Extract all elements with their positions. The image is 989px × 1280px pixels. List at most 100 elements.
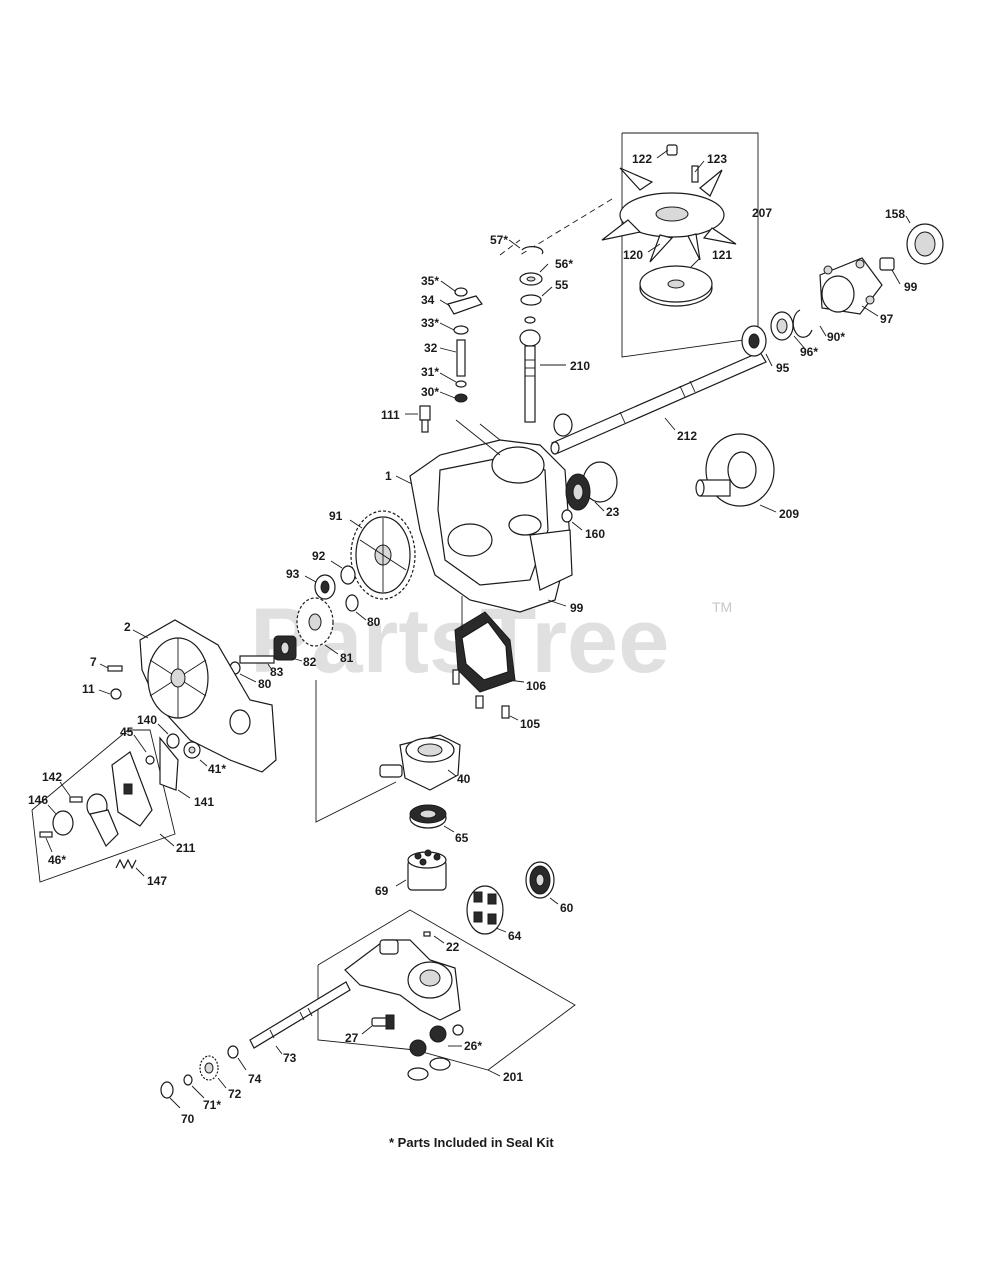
label-56: 56* <box>555 257 573 271</box>
label-71: 71* <box>203 1098 221 1112</box>
label-90: 90* <box>827 330 845 344</box>
label-45: 45 <box>120 725 134 739</box>
label-40: 40 <box>457 772 471 786</box>
label-120: 120 <box>623 248 643 262</box>
label-207: 207 <box>752 206 772 220</box>
label-141: 141 <box>194 795 214 809</box>
label-80-upper: 80 <box>367 615 381 629</box>
label-209: 209 <box>779 507 799 521</box>
label-105: 105 <box>520 717 540 731</box>
label-7: 7 <box>90 655 97 669</box>
brake-plate <box>111 751 153 827</box>
label-123: 123 <box>707 152 727 166</box>
filter-guard-106 <box>454 611 516 693</box>
label-34: 34 <box>421 293 435 307</box>
washer-80 <box>345 594 359 612</box>
label-57: 57* <box>490 233 508 247</box>
thrust-washer-60 <box>525 861 555 899</box>
label-27: 27 <box>345 1031 359 1045</box>
label-11: 11 <box>82 682 95 696</box>
fan-bolt <box>691 165 699 183</box>
hub-97 <box>819 257 883 315</box>
label-99-housing: 99 <box>570 601 584 615</box>
label-95: 95 <box>776 361 790 375</box>
bearing-210 <box>519 329 541 347</box>
washer-70 <box>160 1081 174 1099</box>
washer-45 <box>145 755 155 765</box>
label-81: 81 <box>340 651 354 665</box>
label-158: 158 <box>885 207 905 221</box>
washer-92 <box>340 565 356 585</box>
label-74: 74 <box>248 1072 262 1086</box>
label-31: 31* <box>421 365 439 379</box>
washer-55 <box>520 294 542 306</box>
label-91: 91 <box>329 509 343 523</box>
swashplate-40 <box>379 734 461 791</box>
pin-142 <box>69 796 83 803</box>
label-92: 92 <box>312 549 326 563</box>
brake-cam <box>86 793 119 848</box>
check-valves-26 <box>407 1024 464 1081</box>
label-35: 35* <box>421 274 439 288</box>
seal-160 <box>561 509 573 523</box>
gear-72 <box>199 1055 219 1081</box>
label-2: 2 <box>124 620 131 634</box>
label-41: 41* <box>208 762 226 776</box>
label-111: 111 <box>381 408 400 422</box>
shaft-83 <box>239 655 275 664</box>
wheel-hub-209 <box>695 433 775 507</box>
label-23: 23 <box>606 505 620 519</box>
cap-158 <box>906 223 944 265</box>
label-30: 30* <box>421 385 439 399</box>
label-121: 121 <box>712 248 732 262</box>
label-93: 93 <box>286 567 300 581</box>
side-cover <box>139 619 277 773</box>
label-55: 55 <box>555 278 569 292</box>
label-140: 140 <box>137 713 157 727</box>
label-60: 60 <box>560 901 574 915</box>
bolt-106b <box>475 695 484 709</box>
label-26: 26* <box>464 1039 482 1053</box>
label-65: 65 <box>455 831 469 845</box>
label-22: 22 <box>446 940 460 954</box>
fan-nut <box>666 144 678 156</box>
label-32: 32 <box>424 341 438 355</box>
input-shaft-210 <box>524 345 536 423</box>
main-housing <box>409 419 573 613</box>
washer-140 <box>166 733 180 749</box>
bolt-106 <box>452 669 460 685</box>
seal-96 <box>770 311 794 341</box>
label-106: 106 <box>526 679 546 693</box>
label-82: 82 <box>303 655 317 669</box>
label-80-lower: 80 <box>258 677 272 691</box>
label-73: 73 <box>283 1051 297 1065</box>
thrust-bearing-65 <box>409 804 447 829</box>
bearing-95 <box>741 325 767 357</box>
label-147: 147 <box>147 874 167 888</box>
gear-82 <box>273 635 297 661</box>
label-211: 211 <box>176 841 196 855</box>
axle-shaft <box>550 351 767 455</box>
center-section <box>344 939 461 1021</box>
label-146: 146 <box>28 793 48 807</box>
gear-91 <box>350 510 416 600</box>
washer-146 <box>52 810 74 836</box>
label-33: 33* <box>421 316 439 330</box>
hub-nut-99 <box>879 257 895 271</box>
brake-arm-141 <box>159 736 179 791</box>
label-210: 210 <box>570 359 590 373</box>
label-99-top: 99 <box>904 280 918 294</box>
pin-22 <box>423 931 431 937</box>
fan-pulley-assembly <box>519 132 759 358</box>
seal-kit-footnote: * Parts Included in Seal Kit <box>389 1135 554 1150</box>
bolt-46 <box>39 831 53 838</box>
label-97: 97 <box>880 312 894 326</box>
seal-71 <box>183 1074 193 1086</box>
nut-11 <box>110 688 122 700</box>
bolt-7 <box>107 665 123 672</box>
label-69: 69 <box>375 884 389 898</box>
bearing-93 <box>314 574 336 600</box>
label-122: 122 <box>632 152 652 166</box>
label-1: 1 <box>385 469 392 483</box>
